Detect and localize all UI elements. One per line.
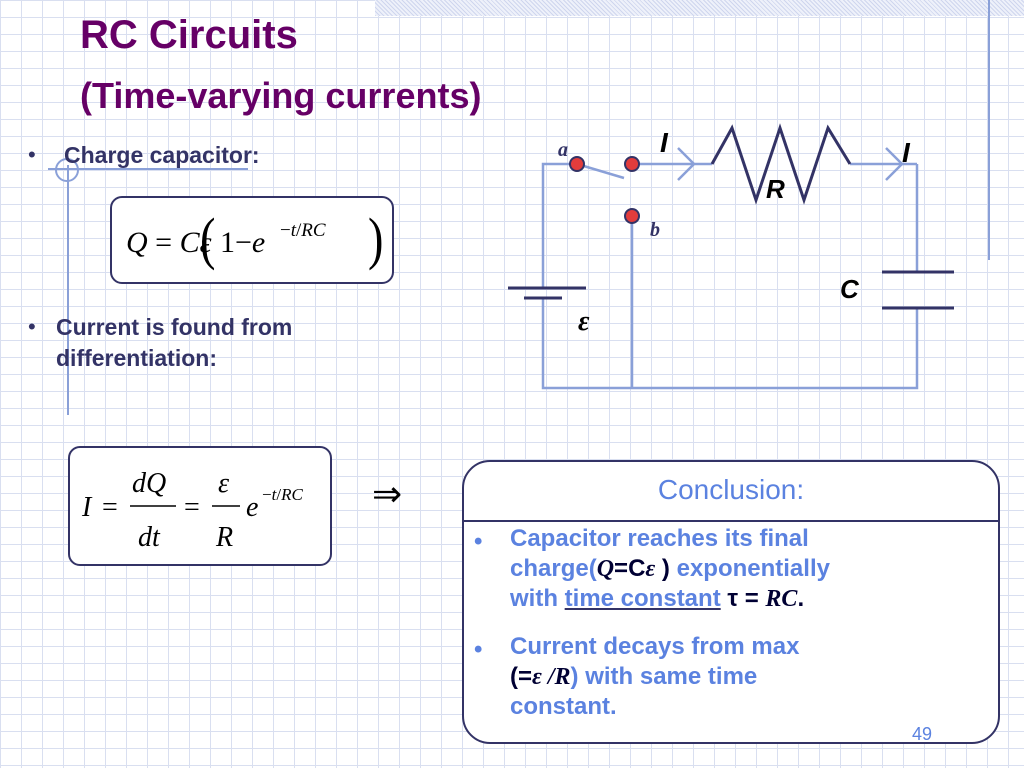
svg-text:(: ( xyxy=(200,207,215,271)
bullet-dot: • xyxy=(28,142,36,167)
svg-text:1−e: 1−e xyxy=(220,226,265,259)
implies-arrow: ⇒ xyxy=(372,474,403,515)
svg-text:=: = xyxy=(184,492,200,523)
switch-terminal-a xyxy=(569,156,585,172)
conclusion-box: Conclusion: • Capacitor reaches its fina… xyxy=(462,460,1000,744)
conclusion-bullet-2-paren: (= xyxy=(510,663,533,690)
conclusion-bullet-2-line1: Current decays from max xyxy=(510,633,800,660)
symbol-epsilon: ε xyxy=(532,664,542,690)
label-resistor: R xyxy=(766,174,785,204)
resistor-symbol xyxy=(710,123,852,205)
bullet-dot: • xyxy=(28,314,36,339)
conclusion-divider xyxy=(464,520,998,522)
switch-pivot xyxy=(624,156,640,172)
conclusion-bullet-2: Current decays from max (=ε /R) with sam… xyxy=(510,632,990,722)
conclusion-bullet-1-text: charge( xyxy=(510,555,597,582)
symbol-Q: Q xyxy=(596,556,615,582)
bullet-current-line1: Current is found from xyxy=(56,314,293,340)
bullet-charge-capacitor: Charge capacitor: xyxy=(64,142,260,168)
conclusion-bullet-1-text: exponentially xyxy=(669,555,830,582)
label-a: a xyxy=(558,139,568,161)
charge-equation: Q = Cε ( 1−e −t/RC ) xyxy=(126,207,383,271)
decor-horizontal-line xyxy=(48,168,248,170)
svg-text:ε: ε xyxy=(218,468,229,499)
bullet-current-line2: differentiation: xyxy=(56,345,217,371)
label-current-2: I xyxy=(902,137,911,168)
svg-text:Q = Cε: Q = Cε xyxy=(126,226,212,259)
conclusion-bullet-1: Capacitor reaches its final charge(Q=Cε … xyxy=(510,524,990,614)
svg-text:−t/RC: −t/RC xyxy=(280,220,326,241)
conclusion-bullet-2-text: ) with same time xyxy=(570,663,758,690)
conclusion-bullet-2-line3: constant. xyxy=(510,693,617,720)
current-equation: I = dQ dt = ε R e −t/RC xyxy=(81,468,303,553)
symbol-epsilon: ε xyxy=(645,556,656,582)
time-constant-term: time constant xyxy=(564,585,721,612)
svg-text:dQ: dQ xyxy=(132,468,166,499)
current-equation-box: I = dQ dt = ε R e −t/RC xyxy=(68,446,332,566)
conclusion-bullet-1-with: with xyxy=(510,585,565,612)
decor-vertical-line xyxy=(67,165,69,415)
label-emf: ε xyxy=(578,306,590,337)
symbol-equals-C: =C xyxy=(614,555,646,582)
svg-text:I: I xyxy=(81,492,93,523)
label-current-1: I xyxy=(660,127,669,158)
symbol-tau: τ = xyxy=(720,585,766,612)
charge-equation-box: Q = Cε ( 1−e −t/RC ) xyxy=(110,196,394,284)
header-pattern-band xyxy=(375,0,1024,16)
svg-text:R: R xyxy=(215,522,233,553)
svg-text:e: e xyxy=(246,492,258,523)
decor-circle xyxy=(55,158,79,182)
bullet-dot: • xyxy=(474,528,483,555)
svg-text:): ) xyxy=(368,207,383,271)
bullet-dot: • xyxy=(474,636,483,663)
conclusion-bullet-1-line1: Capacitor reaches its final xyxy=(510,525,809,552)
label-capacitor: C xyxy=(840,274,860,304)
conclusion-title: Conclusion: xyxy=(657,474,805,505)
svg-text:=: = xyxy=(102,492,118,523)
page-number: 49 xyxy=(912,724,933,744)
symbol-RC: RC xyxy=(765,586,798,612)
slide-subtitle: (Time-varying currents) xyxy=(80,75,482,116)
svg-text:−t/RC: −t/RC xyxy=(262,485,303,504)
slide-title: RC Circuits xyxy=(80,13,298,57)
svg-text:dt: dt xyxy=(138,522,161,553)
label-b: b xyxy=(650,219,660,241)
switch-terminal-b xyxy=(624,208,640,224)
period: . xyxy=(797,585,805,612)
conclusion-bullet-1-paren: ) xyxy=(655,555,670,582)
decor-right-vertical-line xyxy=(988,0,990,260)
rc-circuit-diagram: a b I I R C ε xyxy=(508,123,954,390)
symbol-R: /R xyxy=(541,664,571,690)
